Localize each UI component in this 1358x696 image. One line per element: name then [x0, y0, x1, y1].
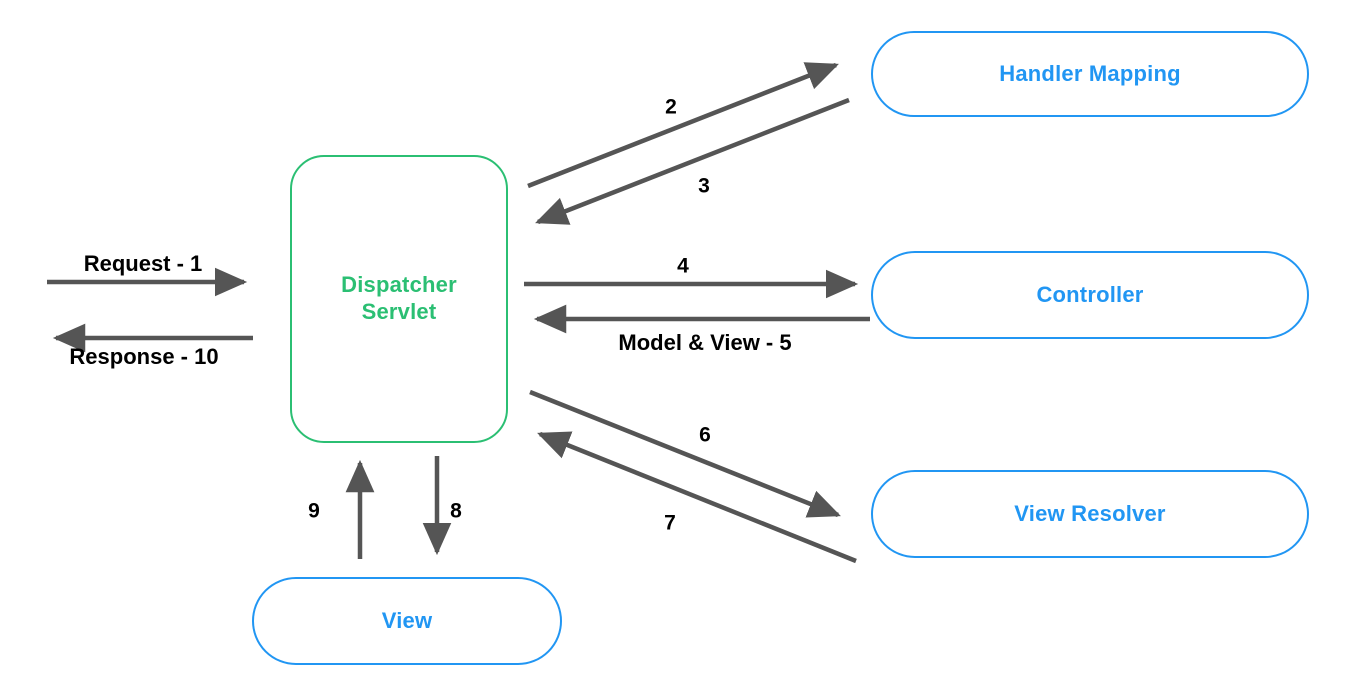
edge-label-3: 3 [698, 174, 710, 198]
edge-label-8: 8 [450, 499, 462, 523]
arrow-6 [529, 389, 841, 518]
edge-label-9: 9 [308, 499, 320, 523]
edge-label-response-10: Response - 10 [69, 344, 219, 369]
node-view-resolver[interactable]: View Resolver [871, 470, 1309, 558]
node-dispatcher-servlet-label-line1: Dispatcher [341, 272, 457, 298]
arrow-2 [527, 62, 839, 189]
edge-label-2: 2 [665, 95, 677, 119]
edge-label-request-1: Request - 1 [83, 251, 203, 276]
edge-label-7: 7 [664, 511, 676, 535]
node-dispatcher-servlet-label-line2: Servlet [361, 299, 437, 324]
arrow-7 [537, 431, 857, 564]
node-handler-mapping[interactable]: Handler Mapping [871, 31, 1309, 117]
node-handler-mapping-label: Handler Mapping [999, 60, 1181, 86]
node-controller-label: Controller [1036, 281, 1144, 307]
node-controller[interactable]: Controller [871, 251, 1309, 339]
node-dispatcher-servlet[interactable]: Dispatcher Servlet [290, 155, 508, 443]
arrow-3 [535, 97, 850, 225]
node-view-label: View [381, 607, 433, 633]
node-view[interactable]: View [252, 577, 562, 665]
node-dispatcher-servlet-label: Dispatcher Servlet [341, 272, 457, 326]
edge-label-model-view-5: Model & View - 5 [618, 330, 792, 355]
edge-label-6: 6 [699, 423, 711, 447]
edge-label-4: 4 [677, 254, 689, 278]
node-view-resolver-label: View Resolver [1014, 500, 1166, 526]
